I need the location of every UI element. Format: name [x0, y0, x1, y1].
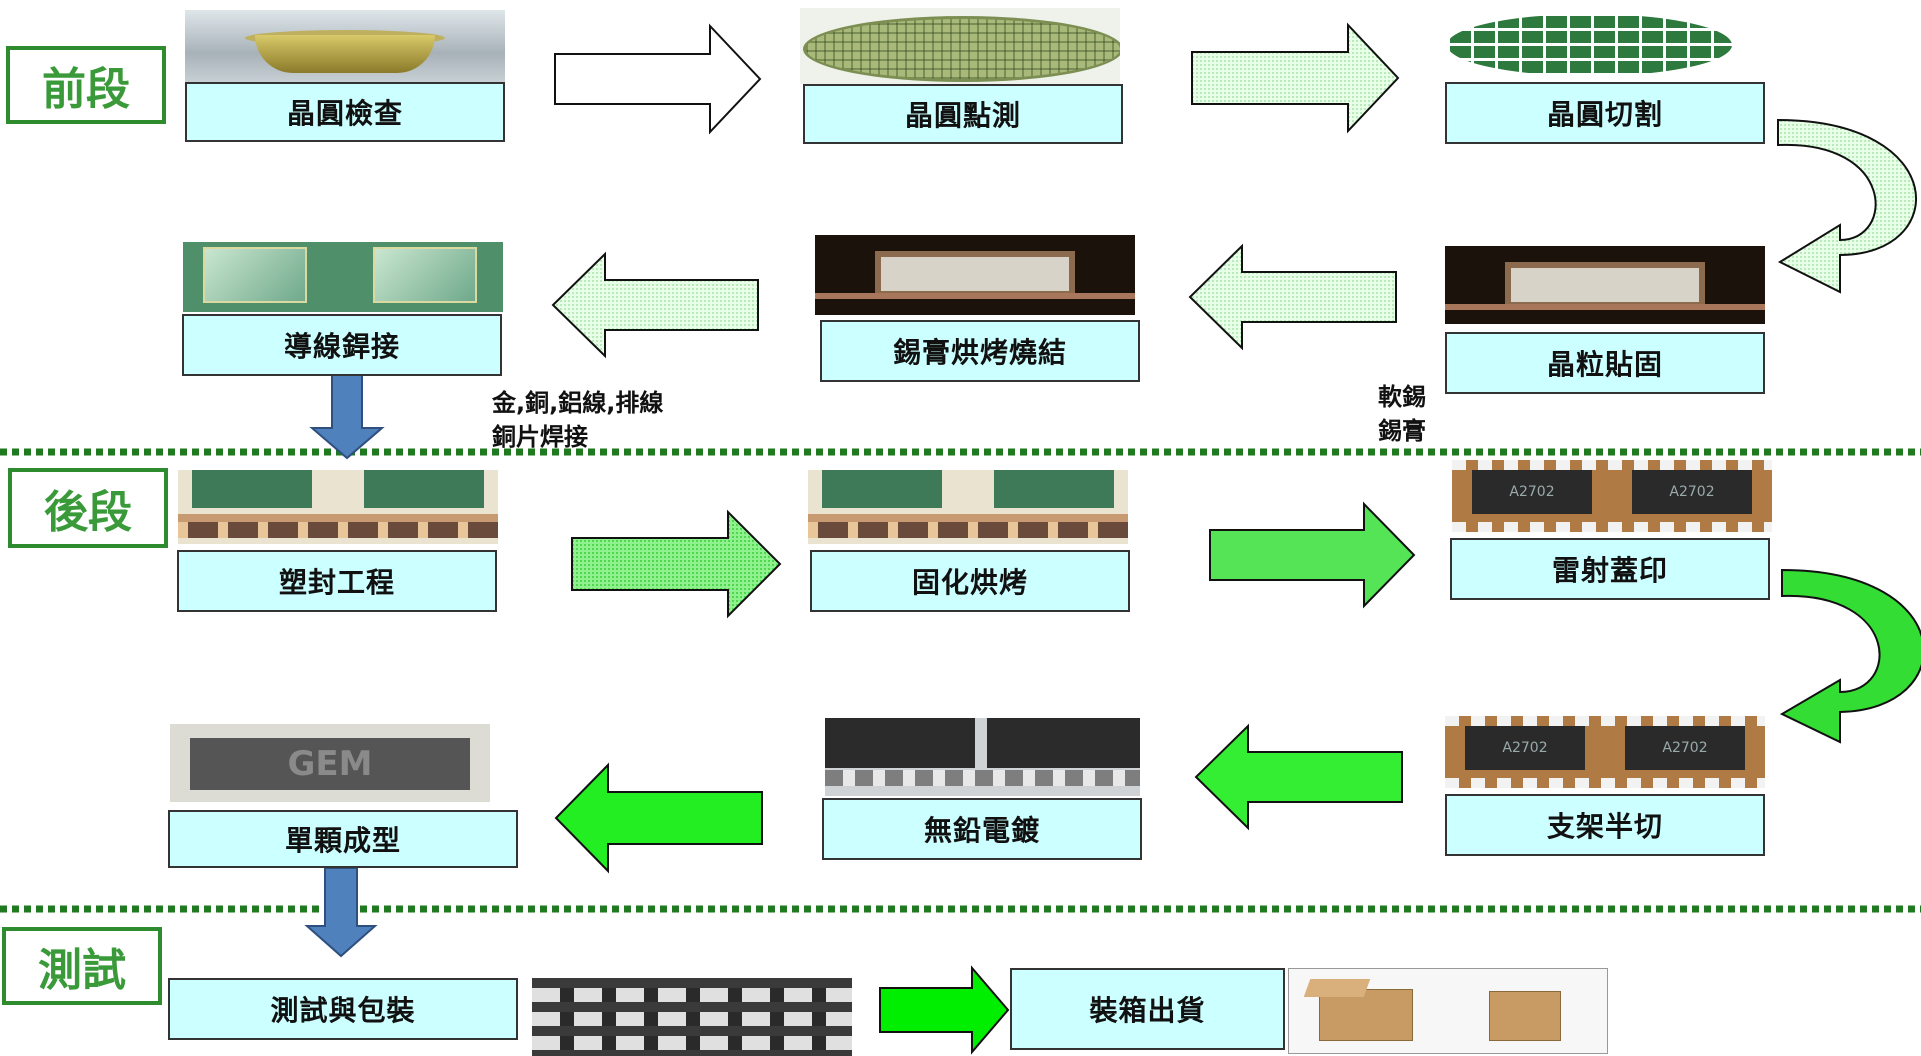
- step-lead-free-plating: 無鉛電鍍: [822, 798, 1142, 860]
- section-back-label: 後段: [8, 468, 168, 548]
- arrow-right-2: [1191, 22, 1400, 134]
- wire-bonding-image: [183, 242, 503, 312]
- arrow-right-4: [1209, 501, 1416, 609]
- arrow-uturn-2: [1779, 568, 1921, 744]
- mark-right-text: A2702: [1632, 470, 1752, 514]
- step-molding: 塑封工程: [177, 550, 497, 612]
- mark-left-text: A2702: [1472, 470, 1592, 514]
- step-singulation: 單顆成型: [168, 810, 518, 868]
- step-wafer-inspection: 晶圓檢查: [185, 82, 505, 142]
- solder-note: 軟錫 錫膏: [1378, 383, 1426, 445]
- arrow-left-3: [1194, 723, 1403, 831]
- step-curing: 固化烘烤: [810, 550, 1130, 612]
- wafer-inspection-image: [185, 10, 505, 82]
- step-wire-bonding: 導線銲接: [182, 314, 502, 376]
- half-cut-mark-right: A2702: [1625, 726, 1745, 770]
- arrow-right-1: [554, 23, 762, 135]
- sintering-image: [815, 235, 1135, 315]
- arrow-left-1: [1188, 243, 1397, 351]
- gem-logo-text: GEM: [190, 738, 470, 790]
- arrow-left-2: [551, 251, 759, 359]
- wafer-probing-image: [800, 8, 1120, 84]
- wafer-dicing-image: [1445, 8, 1735, 80]
- arrow-down-2: [304, 867, 378, 958]
- laser-marking-image: A2702 A2702: [1452, 460, 1772, 532]
- step-die-attach: 晶粒貼固: [1445, 332, 1765, 394]
- step-boxing-shipping: 裝箱出貨: [1010, 968, 1285, 1050]
- half-cut-mark-left: A2702: [1465, 726, 1585, 770]
- step-laser-marking: 雷射蓋印: [1450, 538, 1770, 600]
- tape-reel-image: [532, 978, 852, 1056]
- curing-image: [808, 470, 1128, 544]
- bonding-materials-note: 金,銅,鋁線,排線 銅片焊接: [492, 389, 664, 451]
- section-test-label: 測試: [2, 927, 162, 1005]
- half-cut-image: A2702 A2702: [1445, 716, 1765, 788]
- singulation-image: GEM: [170, 724, 490, 802]
- step-test-packing: 測試與包裝: [168, 978, 518, 1040]
- plating-image: [825, 718, 1140, 796]
- arrow-left-4: [554, 762, 763, 874]
- step-wafer-dicing: 晶圓切割: [1445, 82, 1765, 144]
- step-solder-paste-sintering: 錫膏烘烤燒結: [820, 320, 1140, 382]
- step-frame-half-cut: 支架半切: [1445, 794, 1765, 856]
- section-front-label: 前段: [6, 46, 166, 124]
- arrow-down-1: [309, 367, 385, 460]
- step-wafer-probing: 晶圓點測: [803, 84, 1123, 144]
- arrow-uturn-1: [1777, 118, 1917, 294]
- die-attach-image: [1445, 246, 1765, 324]
- molding-image: [178, 470, 498, 544]
- arrow-right-3: [571, 509, 782, 619]
- shipping-box-image: [1288, 968, 1608, 1054]
- arrow-right-5: [879, 965, 1010, 1055]
